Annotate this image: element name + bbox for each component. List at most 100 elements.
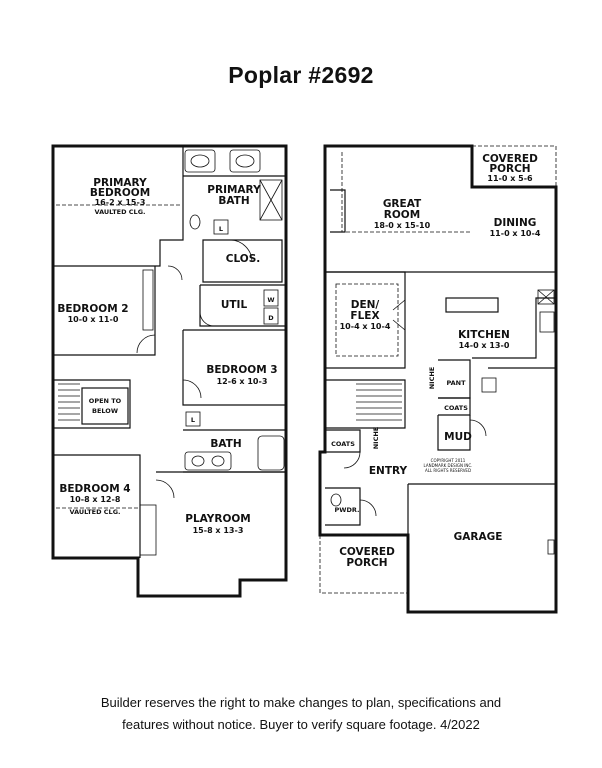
kitchen-counter [472,297,556,359]
covered-porch-top-label-2: PORCH [489,163,530,175]
great-room-label: GREAT [383,198,422,210]
linen-closet-primary [213,219,229,235]
toilet-icon [189,214,201,230]
niche-upper-label: NICHE [428,367,436,390]
util-walls [199,284,286,327]
bedroom4-label: BEDROOM 4 [59,483,130,495]
upper-floor-plan [51,144,288,598]
den-flex-ceiling-line [335,283,399,357]
garage-door-opener-icon [547,539,555,555]
open-to-below-area [53,379,131,429]
covered-porch-front-label-2: PORCH [346,557,387,569]
sink-basin-icon [211,455,225,467]
mud-door-swing [469,419,487,437]
bath-sink-left [184,149,216,173]
bedroom2-closet [142,269,154,331]
open-to-below-label: OPEN TO [89,397,122,405]
linen-closet-bath [185,411,201,427]
bathtub-icon [257,435,285,471]
kitchen-island [445,297,499,313]
den-flex-dims: 10-4 x 10-4 [340,322,391,331]
powder-room-label: PWDR. [335,506,360,514]
bedroom3-door-swing [182,379,202,399]
primary-bath-label-2: BATH [218,195,249,207]
dining-label: DINING [494,217,537,229]
main-floor-plan [318,144,558,614]
pwdr-door-swing [359,499,377,517]
main-floor-outline [318,144,558,614]
den-flex-label-2: FLEX [350,310,379,322]
footer-line-2: features without notice. Buyer to verify… [122,717,480,732]
covered-porch-top-dims: 11-0 x 5-6 [487,174,533,183]
bedroom3-dims: 12-6 x 10-3 [217,377,268,386]
primary-bedroom-label-2: BEDROOM [90,187,150,199]
sink-basin-icon [235,154,255,168]
coats-right-walls [438,397,471,416]
closet-label: CLOS. [226,253,261,265]
util-label: UTIL [221,299,248,311]
copyright-line-2: LANDMARK DESIGN INC. [424,463,473,468]
mud-walls [437,415,471,451]
dryer-label: D [268,314,274,322]
covered-porch-front-label: COVERED [339,546,395,558]
great-room-dims: 18-0 x 15-10 [374,221,431,230]
covered-porch-top-label: COVERED [482,153,538,165]
covered-porch-top-outline [471,145,557,188]
main-stair-treads [356,383,402,421]
dining-dims: 11-0 x 10-4 [490,229,541,238]
toilet-icon [330,493,342,507]
sink-basin-icon [190,154,210,168]
bedroom4-closet [139,504,157,556]
dryer-icon [263,307,279,325]
den-french-doors [392,299,406,331]
bedroom4-walls [53,454,141,558]
bath-linen-label: L [191,416,195,424]
bedroom4-note: VAULTED CLG. [69,508,120,516]
coats-left-label: COATS [331,440,355,448]
copyright-line-1: COPYRIGHT 2011 [431,458,466,463]
great-room-label-2: ROOM [384,209,420,221]
den-flex-walls [325,271,406,369]
entry-label: ENTRY [369,465,408,477]
kitchen-label: KITCHEN [458,329,510,341]
appliance-icon [481,377,497,393]
coats-left-walls [325,429,361,453]
closet-door-swing [229,239,253,263]
den-flex-label: DEN/ [351,299,380,311]
fireplace-icon [330,189,346,233]
linen-label: L [219,225,223,233]
primary-bedroom-walls [53,146,184,267]
footer-disclaimer: Builder reserves the right to make chang… [40,692,562,736]
bedroom2-door-swing [136,334,156,354]
playroom-door-swing [155,479,175,499]
footer-line-1: Builder reserves the right to make chang… [100,695,502,710]
kitchen-dims: 14-0 x 13-0 [459,341,510,350]
hall-door-swing [167,265,183,281]
bedroom3-walls [182,329,286,406]
coats-door-swing [343,451,361,469]
niche-lower-label: NICHE [372,427,380,450]
kitchen-sink-icon [539,311,555,333]
pantry-label: PANT [446,379,466,387]
washer-icon [263,289,279,307]
washer-label: W [267,296,274,304]
powder-room-walls [325,487,361,526]
primary-bedroom-note: VAULTED CLG. [94,208,145,216]
primary-bedroom-dims: 16-2 x 15-3 [95,198,146,207]
mud-label: MUD [444,431,472,443]
bedroom4-dims: 10-8 x 12-8 [70,495,121,504]
coats-right-label: COATS [444,404,468,412]
copyright-line-3: ALL RIGHTS RESERVED [425,468,471,473]
primary-bath-label: PRIMARY [207,184,261,196]
bath-label: BATH [210,438,241,450]
main-stair-walls [325,379,406,429]
playroom-label: PLAYROOM [185,513,251,525]
playroom-dims: 15-8 x 13-3 [193,526,244,535]
walk-in-closet-walls [202,239,283,283]
shower-stall [259,179,283,221]
primary-bedroom-label: PRIMARY [93,177,147,189]
plan-title: Poplar #2692 [228,62,374,88]
bath-vanity [184,451,232,471]
util-door-swing [199,311,215,327]
